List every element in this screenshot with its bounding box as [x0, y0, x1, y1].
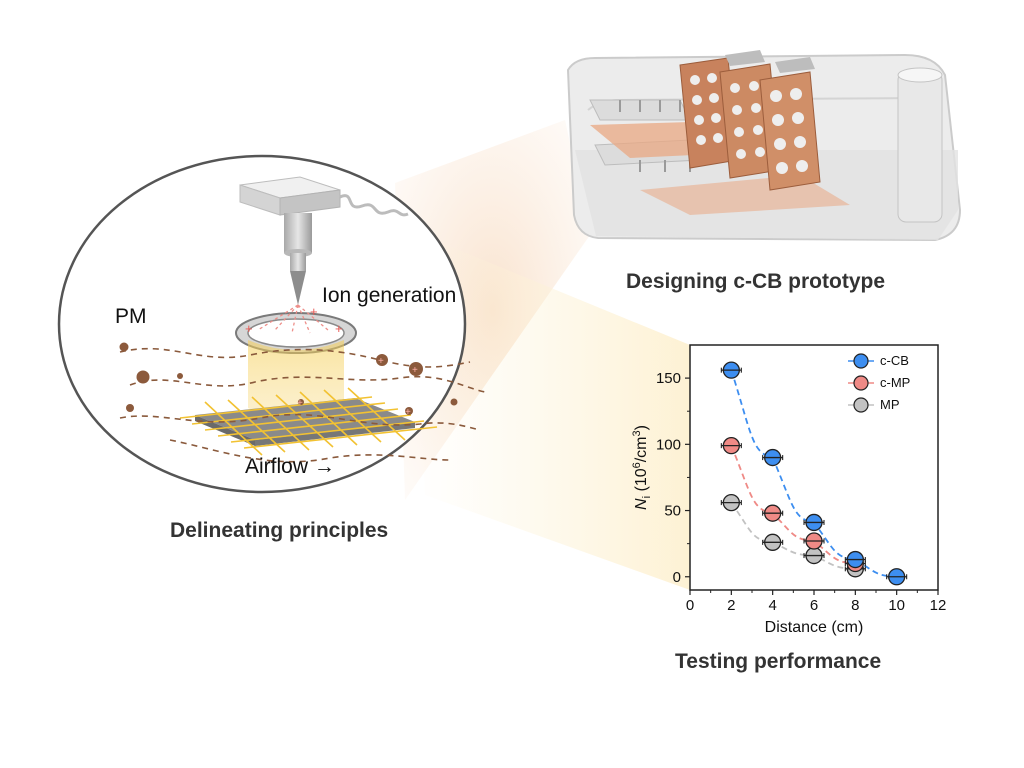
corona-field-lines	[257, 304, 329, 334]
pm-particles	[119, 342, 458, 415]
svg-text:+: +	[310, 304, 318, 319]
svg-text:+: +	[297, 398, 303, 409]
svg-text:+: +	[335, 321, 343, 336]
svg-text:+: +	[412, 365, 418, 376]
legend-label-c-CB: c-CB	[880, 353, 909, 368]
legend-label-c-MP: c-MP	[880, 375, 910, 390]
x-tick-label: 6	[810, 597, 818, 614]
label-pm: PM	[115, 305, 147, 328]
y-tick-label: 50	[664, 503, 681, 520]
airflow-streamlines	[119, 347, 486, 463]
perforated-copper-plates	[679, 57, 821, 191]
caption-prototype: Designing c-CB prototype	[626, 270, 886, 293]
legend-marker-c-CB	[853, 353, 869, 369]
collector-ring	[235, 312, 357, 354]
grounded-mesh-plate	[179, 387, 438, 456]
legend-label-MP: MP	[880, 397, 900, 412]
series-fit-line-c-MP	[730, 445, 856, 565]
svg-text:+: +	[245, 321, 253, 336]
fan-cylinder	[897, 67, 943, 223]
label-ion-generation: Ion generation	[322, 284, 457, 307]
x-axis-label: Distance (cm)	[765, 619, 864, 636]
legend-marker-c-MP	[853, 375, 869, 391]
x-tick-label: 0	[686, 597, 694, 614]
y-tick-label: 100	[656, 436, 681, 453]
x-tick-label: 12	[930, 597, 947, 614]
c-cb-prototype-render	[566, 50, 962, 242]
emitter-needle	[239, 176, 409, 305]
svg-text:+: +	[405, 407, 411, 418]
caption-performance: Testing performance	[675, 650, 882, 673]
principle-illustration: + + +	[57, 154, 486, 494]
x-tick-label: 8	[851, 597, 859, 614]
caption-principles: Delineating principles	[170, 519, 389, 542]
series-fit-line-MP	[730, 502, 856, 570]
ion-flux-column	[248, 340, 344, 419]
svg-text:+: +	[378, 356, 384, 367]
y-tick-label: 150	[656, 370, 681, 387]
callout-cone-chart	[410, 230, 690, 590]
x-tick-label: 10	[888, 597, 905, 614]
plot-frame	[689, 344, 939, 591]
y-axis-label: Ni (106/cm3)	[631, 425, 653, 510]
legend-marker-MP	[853, 397, 869, 413]
y-tick-label: 0	[673, 569, 681, 586]
x-tick-label: 2	[727, 597, 735, 614]
label-airflow: Airflow →	[245, 455, 335, 478]
x-tick-label: 4	[768, 597, 776, 614]
